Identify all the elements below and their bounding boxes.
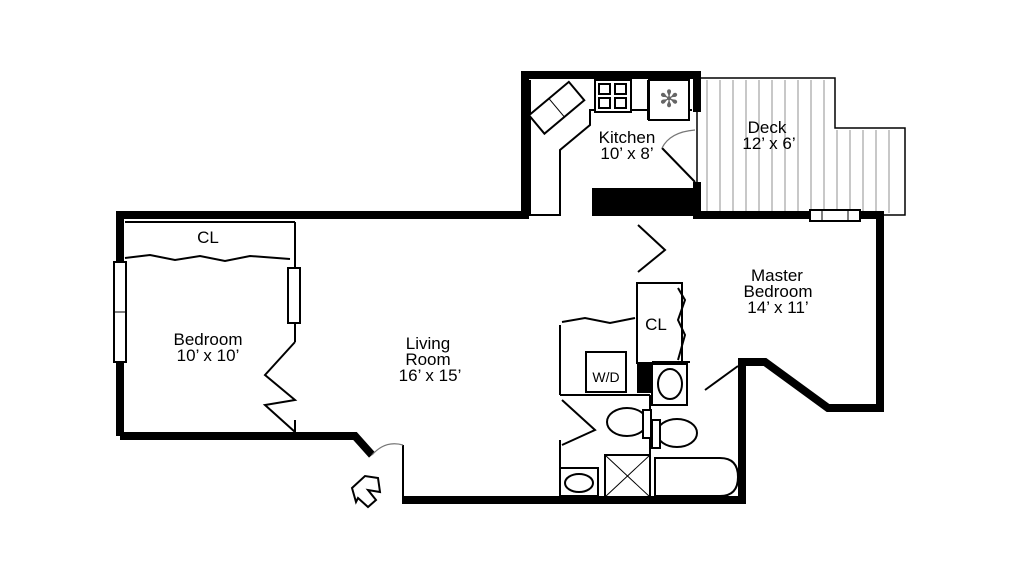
deck <box>696 77 906 216</box>
kitchen-size: 10’ x 8’ <box>600 144 653 163</box>
living-room-label: Living <box>406 334 450 353</box>
bedroom-label: Bedroom <box>174 330 243 349</box>
kitchen-counter-block <box>592 188 697 216</box>
master-bedroom-size: 14’ x 11’ <box>747 298 808 317</box>
bathtub-icon <box>654 457 740 497</box>
washer-dryer <box>585 351 627 393</box>
master-closet-label: CL <box>645 315 667 334</box>
svg-text:✻: ✻ <box>659 86 679 113</box>
bedroom-size: 10’ x 10’ <box>177 346 240 365</box>
refrigerator-icon: ✻ <box>648 79 690 121</box>
master-bedroom-label-2: Bedroom <box>744 282 813 301</box>
kitchen-label: Kitchen <box>599 128 656 147</box>
exterior-wall <box>116 71 701 436</box>
bathroom-sink-icon <box>559 363 688 497</box>
doors <box>124 129 739 496</box>
exterior-wall <box>402 182 884 504</box>
deck-size: 12’ x 6’ <box>742 134 795 153</box>
shower-icon <box>604 454 651 498</box>
window <box>113 209 861 363</box>
washer-dryer-label: W/D <box>592 369 619 385</box>
deck-label: Deck <box>748 118 787 137</box>
living-room-label-2: Room <box>405 350 450 369</box>
living-room-size: 16’ x 15’ <box>399 366 462 385</box>
kitchen-sink-icon <box>527 80 586 136</box>
bedroom-closet-label: CL <box>197 228 219 247</box>
toilet-icon <box>606 407 698 449</box>
exterior-wall <box>120 432 375 458</box>
entry-arrow-icon <box>350 474 382 509</box>
master-bedroom-label: Master <box>751 266 803 285</box>
stove-icon <box>594 79 632 113</box>
